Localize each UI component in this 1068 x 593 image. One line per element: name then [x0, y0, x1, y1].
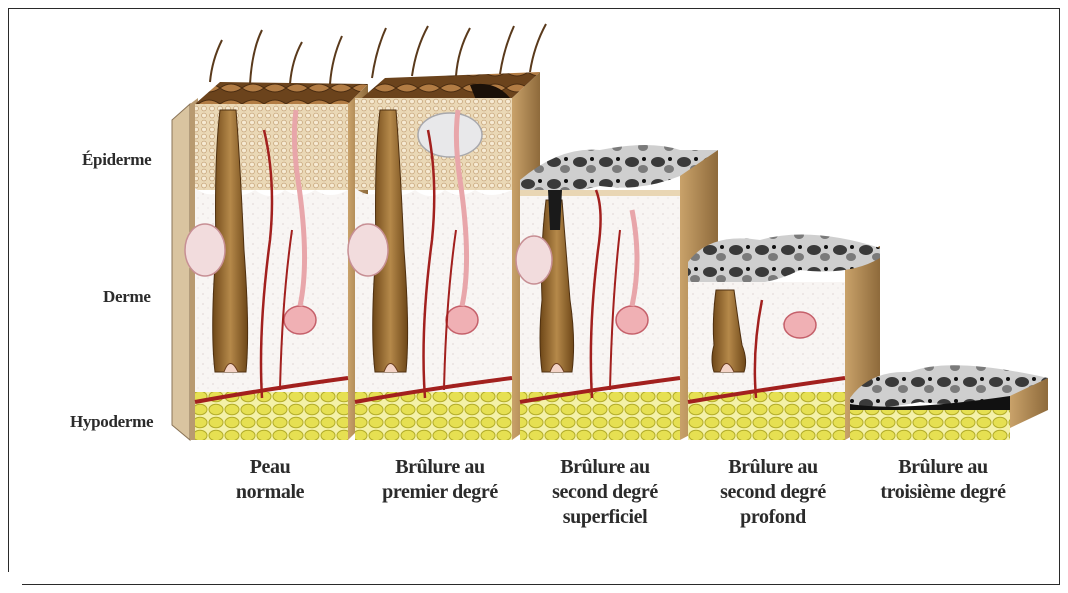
caption-line: Peau [185, 455, 355, 480]
stage-block-normal-skin [185, 30, 368, 440]
caption-line: normale [185, 480, 355, 505]
caption-third-degree: Brûlure au troisième degré [858, 455, 1028, 505]
stage-block-first-degree [348, 24, 546, 440]
stage-block-third-degree [850, 365, 1048, 440]
caption-line: profond [688, 505, 858, 530]
caption-line: Brûlure au [858, 455, 1028, 480]
caption-line: Brûlure au [688, 455, 858, 480]
caption-first-degree: Brûlure au premier degré [355, 455, 525, 505]
caption-line: Brûlure au [520, 455, 690, 480]
layer-label-epidermis: Épiderme [82, 150, 151, 170]
caption-superficial-second-degree: Brûlure au second degré superficiel [520, 455, 690, 530]
stage-block-superficial-second-degree [516, 145, 718, 440]
caption-line: second degré [520, 480, 690, 505]
caption-line: superficiel [520, 505, 690, 530]
caption-line: second degré [688, 480, 858, 505]
caption-line: troisième degré [858, 480, 1028, 505]
caption-deep-second-degree: Brûlure au second degré profond [688, 455, 858, 530]
caption-normal-skin: Peau normale [185, 455, 355, 505]
layer-label-dermis: Derme [103, 287, 151, 307]
layer-label-hypodermis: Hypoderme [70, 412, 153, 432]
caption-line: premier degré [355, 480, 525, 505]
caption-line: Brûlure au [355, 455, 525, 480]
